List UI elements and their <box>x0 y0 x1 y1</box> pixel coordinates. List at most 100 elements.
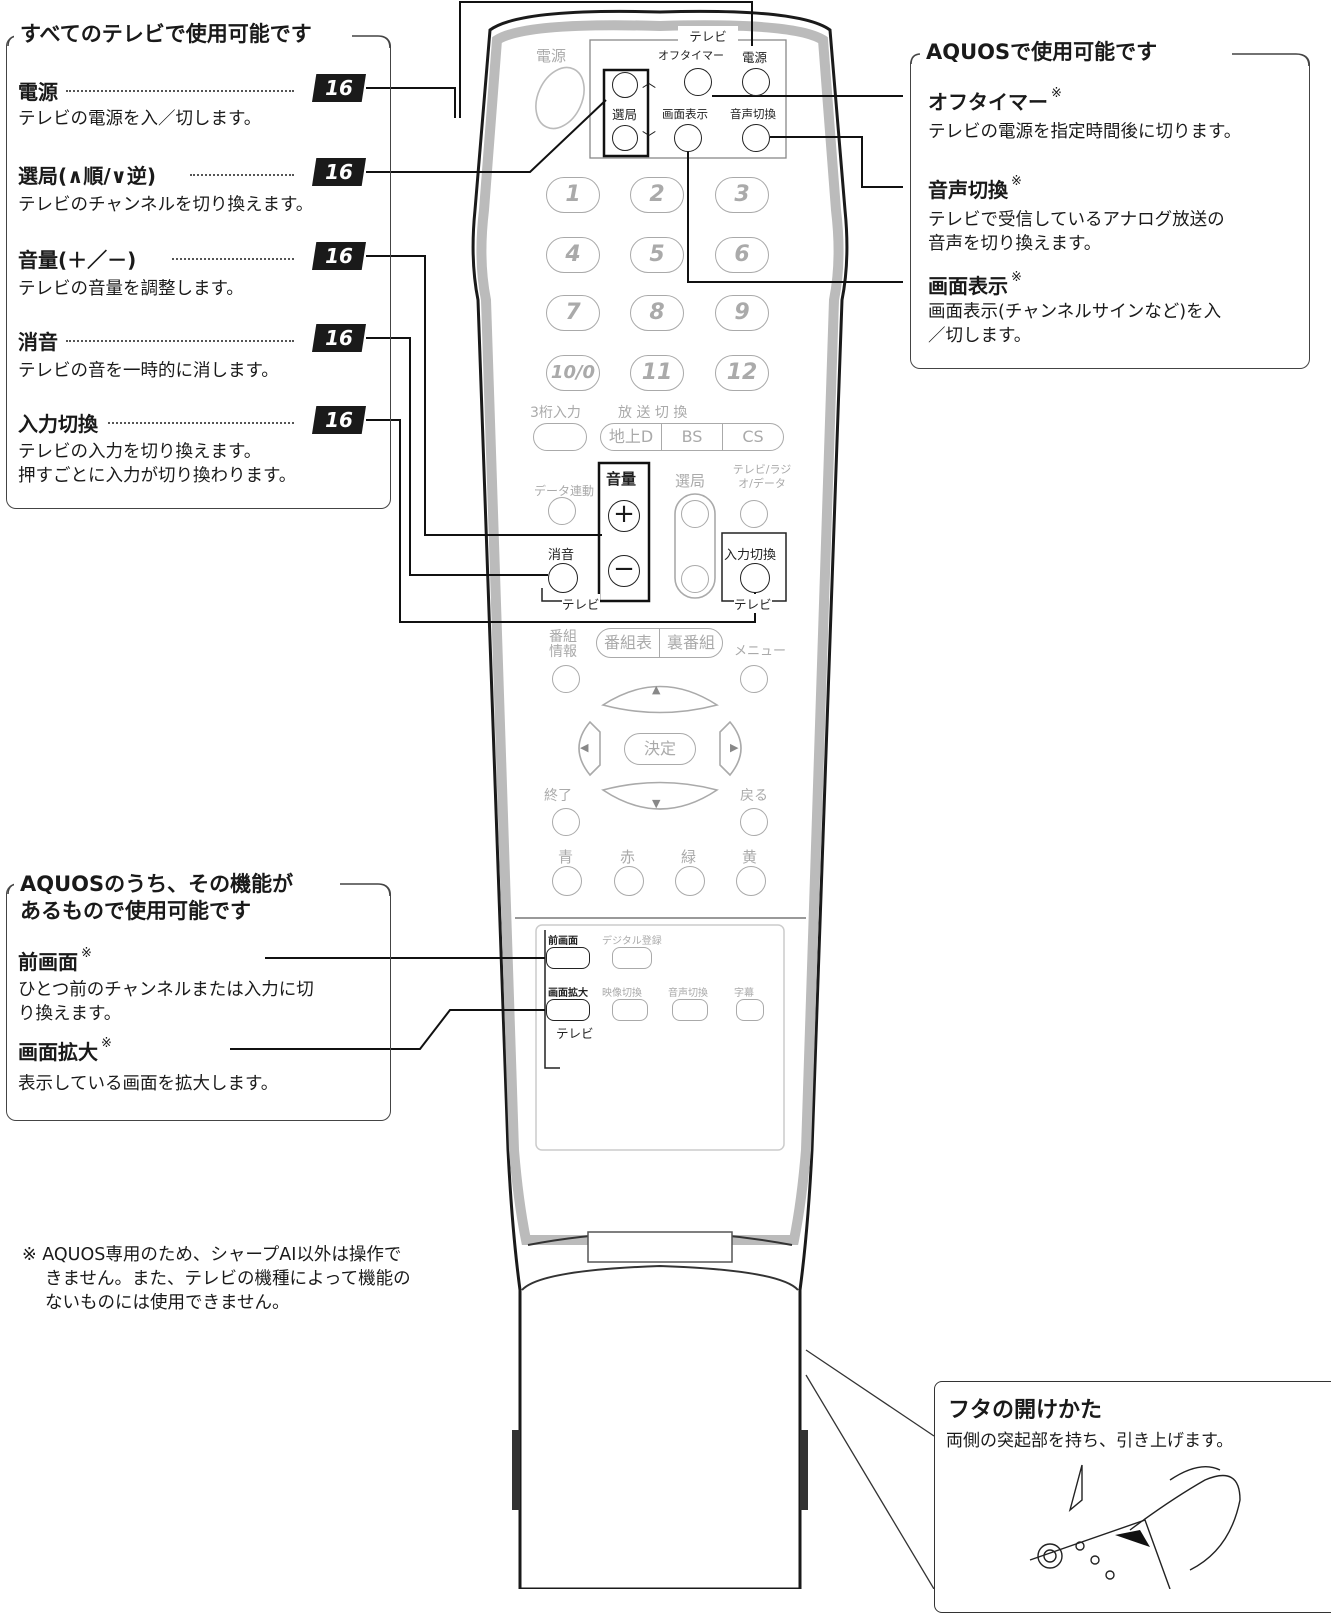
tv-radio-data-label: テレビ/ラジオ/データ <box>732 463 792 491</box>
audio-switch-button[interactable] <box>742 124 770 152</box>
off-timer-desc: テレビの電源を指定時間後に切ります。 <box>928 122 1242 142</box>
subtitle-label: 字幕 <box>734 988 754 999</box>
arrow-up-icon: ▲ <box>652 683 661 696</box>
tv-group-label: テレビ <box>678 26 738 45</box>
display-heading: 画面表示※ <box>928 270 1022 298</box>
enter-button[interactable]: 決定 <box>624 733 696 765</box>
audio-switch2-label: 音声切換 <box>668 988 708 999</box>
num-button-7[interactable]: 7 <box>546 295 600 331</box>
subtitle-button[interactable] <box>736 999 764 1021</box>
mute-label: 消音 <box>548 548 575 563</box>
num-button-3[interactable]: 3 <box>715 177 769 213</box>
input-switch-button[interactable] <box>740 563 770 593</box>
zoom-label: 画面拡大 <box>548 988 588 999</box>
prev-screen-desc-2: り換えます。 <box>18 1004 122 1024</box>
mute-page-badge: 16 <box>312 324 366 352</box>
video-switch-label: 映像切換 <box>602 988 642 999</box>
note-line-3: ないものには使用できません。 <box>45 1293 290 1313</box>
zoom-desc: 表示している画面を拡大します。 <box>18 1074 279 1094</box>
blue-label: 青 <box>558 848 574 866</box>
panel-some-title-2: あるもので使用可能です <box>14 899 257 925</box>
back-epg-button[interactable]: 裏番組 <box>659 628 723 658</box>
arrow-left-icon: ◀ <box>580 741 589 754</box>
mute-heading: 消音 <box>18 330 58 354</box>
menu-button[interactable] <box>740 665 768 693</box>
num-button-4[interactable]: 4 <box>546 237 600 273</box>
tv-under-label-1: テレビ <box>562 594 600 613</box>
channel-desc: テレビのチャンネルを切り換えます。 <box>18 195 314 215</box>
video-switch-button[interactable] <box>612 999 648 1021</box>
note-line-2: きません。また、テレビの機種によって機能の <box>45 1269 411 1289</box>
num-button-5[interactable]: 5 <box>630 237 684 273</box>
prev-screen-heading: 前画面※ <box>18 946 92 974</box>
audio-switch-desc-1: テレビで受信しているアナログ放送の <box>928 210 1225 230</box>
display-button[interactable] <box>674 124 702 152</box>
program-info-button[interactable] <box>552 665 580 693</box>
num-button-11[interactable]: 11 <box>630 355 684 391</box>
off-timer-button[interactable] <box>684 68 712 96</box>
program-info-label: 番組情報 <box>549 629 577 661</box>
power-button[interactable] <box>742 68 770 96</box>
green-button[interactable] <box>675 866 705 896</box>
exit-label: 終了 <box>544 788 572 804</box>
mute-dots <box>66 340 294 342</box>
power-label: 電源 <box>742 50 768 65</box>
three-digit-button[interactable] <box>533 423 587 451</box>
mute-button[interactable] <box>548 563 578 593</box>
channel-dots <box>190 174 294 176</box>
channel-up-button[interactable] <box>612 72 638 98</box>
cs-button[interactable]: CS <box>722 423 784 451</box>
num-button-10[interactable]: 10/0 <box>546 355 600 391</box>
digital-reg-button[interactable] <box>612 947 652 969</box>
yellow-label: 黄 <box>742 848 758 866</box>
return-button[interactable] <box>740 808 768 836</box>
red-button[interactable] <box>614 866 644 896</box>
audio-switch-label: 音声切換 <box>730 107 776 121</box>
prev-screen-button[interactable] <box>546 947 590 969</box>
channel-down-faded-button[interactable] <box>681 565 709 593</box>
num-button-2[interactable]: 2 <box>630 177 684 213</box>
volume-desc: テレビの音量を調整します。 <box>18 279 244 299</box>
num-button-12[interactable]: 12 <box>715 355 769 391</box>
data-link-label: データ連動 <box>534 484 595 498</box>
panel-aquos <box>910 54 1310 369</box>
channel-faded-label: 選局 <box>675 472 706 490</box>
power-desc: テレビの電源を入／切します。 <box>18 109 262 129</box>
zoom-heading: 画面拡大※ <box>18 1036 112 1064</box>
power-page-badge: 16 <box>312 74 366 102</box>
blue-button[interactable] <box>552 866 582 896</box>
panel-aquos-top-border <box>910 53 1310 67</box>
tv-radio-data-button[interactable] <box>740 500 768 528</box>
return-label: 戻る <box>740 788 768 804</box>
channel-heading: 選局(∧順/∨逆) <box>18 164 157 188</box>
channel-up-faded-button[interactable] <box>681 500 709 528</box>
digital-reg-label: デジタル登録 <box>602 936 662 947</box>
input-desc-1: テレビの入力を切り換えます。 <box>18 442 262 462</box>
note-line-1: ※ AQUOS専用のため、シャープAI以外は操作で <box>22 1245 402 1265</box>
audio-switch-desc-2: 音声を切り換えます。 <box>928 234 1102 254</box>
yellow-button[interactable] <box>736 866 766 896</box>
data-link-button[interactable] <box>548 497 576 525</box>
panel-aquos-title: AQUOSで使用可能です <box>920 40 1164 66</box>
exit-button[interactable] <box>552 808 580 836</box>
num-button-9[interactable]: 9 <box>715 295 769 331</box>
audio-switch2-button[interactable] <box>672 999 708 1021</box>
menu-label: メニュー <box>734 644 787 659</box>
display-desc-2: ／切します。 <box>928 326 1032 346</box>
arrow-right-icon: ▶ <box>730 741 739 754</box>
volume-up-button[interactable]: + <box>608 500 640 532</box>
channel-down-button[interactable] <box>612 125 638 151</box>
zoom-button[interactable] <box>546 999 590 1021</box>
num-button-6[interactable]: 6 <box>715 237 769 273</box>
tv-under-label-2: テレビ <box>734 594 772 613</box>
volume-heading: 音量(＋／－) <box>18 248 137 272</box>
panel-all-tv <box>6 36 391 509</box>
off-timer-label: オフタイマー <box>658 49 724 62</box>
display-label: 画面表示 <box>662 107 708 121</box>
three-digit-label: 3桁入力 <box>530 405 581 421</box>
volume-down-button[interactable]: − <box>608 555 640 587</box>
num-button-1[interactable]: 1 <box>546 177 600 213</box>
num-button-8[interactable]: 8 <box>630 295 684 331</box>
